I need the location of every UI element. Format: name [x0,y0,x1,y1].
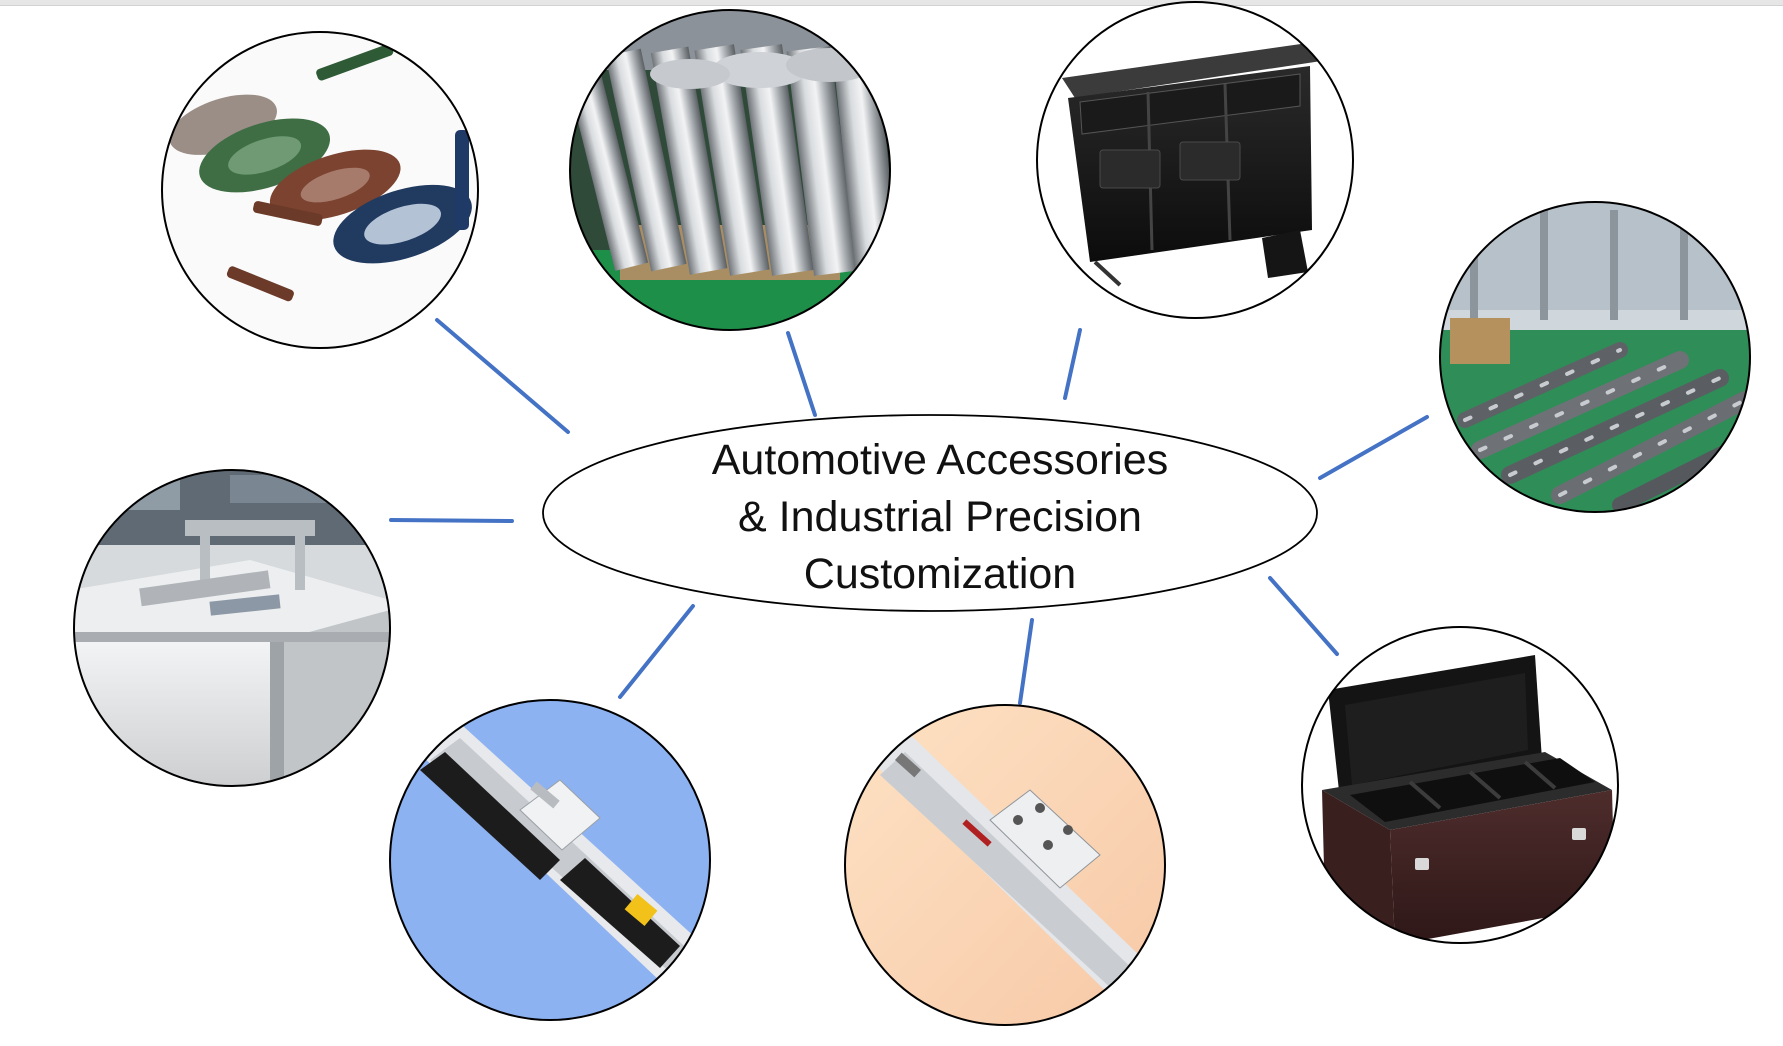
linear-rail-photo [390,700,710,1020]
car-key-cover-photo [162,32,478,348]
center-ellipse [542,414,1318,612]
trunk-organizer-photo [1037,2,1353,318]
top-rule [0,0,1783,6]
connector-lines [389,318,1429,705]
connector-line [618,604,695,699]
factory-shaft-photo [1440,202,1750,512]
photo-frame [1301,626,1619,944]
connector-line [1063,328,1082,400]
photo-frame [73,469,391,787]
connector-line [1018,618,1034,705]
photo-frame [569,9,891,331]
linear-rail-photo [845,705,1165,1025]
photo-frame [161,31,479,349]
connector-line [786,331,817,417]
connector-line [435,318,570,434]
photo-frame [1036,1,1354,319]
connector-line [1268,576,1339,656]
center-title-line: & Industrial Precision [738,493,1142,541]
photo-frame [1439,201,1751,513]
photo-frame [389,699,711,1021]
center-title-line: Automotive Accessories [711,436,1169,484]
workbench-photo [74,470,390,786]
connector-line [389,518,514,523]
center-title-line: Customization [803,550,1077,598]
photo-frame [844,704,1166,1026]
connector-line [1318,415,1429,480]
storage-case-photo [1302,627,1618,943]
center-title: Automotive Accessories & Industrial Prec… [560,432,1320,603]
